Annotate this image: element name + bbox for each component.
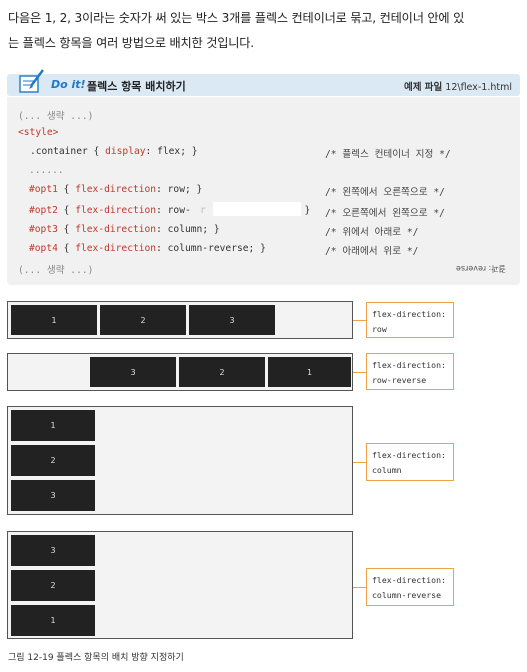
code-ellipsis: ...... — [29, 165, 64, 176]
demo-row-reverse: 3 2 1 — [7, 353, 353, 391]
flex-item-box: 1 — [268, 357, 351, 387]
code-opt3-rule: #opt3 { flex-direction: column; }/* 위에서 … — [29, 224, 419, 238]
flex-item-box: 1 — [11, 305, 97, 335]
example-file-label: 예제 파일 — [403, 82, 443, 93]
callout-connector — [353, 372, 366, 373]
code-omit-bottom: (... 생략 ...) — [18, 265, 94, 276]
flex-item-box: 3 — [189, 305, 275, 335]
code-opt4-rule: #opt4 { flex-direction: column-reverse; … — [29, 243, 419, 257]
code-style-open: <style> — [18, 127, 59, 138]
demo-column: 1 2 3 — [7, 406, 353, 515]
flex-item-box: 1 — [11, 410, 95, 441]
callout-column-reverse: flex-direction: column-reverse — [366, 568, 454, 606]
intro-line-2: 는 플렉스 항목을 여러 방법으로 배치한 것입니다. — [8, 36, 254, 50]
pencil-note-icon — [19, 69, 44, 93]
flex-item-box: 2 — [11, 445, 95, 476]
flex-item-box: 3 — [90, 357, 176, 387]
doit-label: Do it! — [51, 78, 86, 91]
flex-item-box: 1 — [11, 605, 95, 636]
code-omit-top: (... 생략 ...) — [18, 111, 94, 122]
flex-item-box: 2 — [11, 570, 95, 601]
callout-column: flex-direction: column — [366, 443, 454, 481]
intro-line-1: 다음은 1, 2, 3이라는 숫자가 써 있는 박스 3개를 플렉스 컨테이너로… — [8, 11, 465, 25]
callout-row-reverse: flex-direction: row-reverse — [366, 353, 454, 390]
doit-title: 플렉스 항목 배치하기 — [87, 80, 186, 93]
demo-row: 1 2 3 — [7, 301, 353, 339]
code-note: 결과: reverse — [455, 264, 506, 273]
callout-row: flex-direction: row — [366, 302, 454, 338]
flex-item-box: 2 — [100, 305, 186, 335]
example-file: 예제 파일 12\flex-1.html — [404, 79, 512, 93]
code-opt1-rule: #opt1 { flex-direction: row; }/* 왼쪽에서 오른… — [29, 184, 445, 198]
redaction-patch — [213, 202, 301, 216]
callout-connector — [353, 587, 366, 588]
callout-connector — [353, 462, 366, 463]
flex-item-box: 3 — [11, 535, 95, 566]
figure-caption: 그림 12-19 플렉스 항목의 배치 방향 지정하기 — [8, 653, 184, 663]
code-block: (... 생략 ...) <style> .container { displa… — [7, 97, 520, 285]
example-file-path: 12\flex-1.html — [445, 82, 512, 93]
callout-connector — [353, 320, 366, 321]
demo-column-reverse: 3 2 1 — [7, 531, 353, 639]
code-container-rule: .container { display: flex; }/* 플렉스 컨테이너… — [30, 146, 451, 160]
flex-item-box: 2 — [179, 357, 265, 387]
flex-item-box: 3 — [11, 480, 95, 511]
doit-header: Do it! 플렉스 항목 배치하기 예제 파일 12\flex-1.html — [7, 69, 520, 96]
intro-paragraph: 다음은 1, 2, 3이라는 숫자가 써 있는 박스 3개를 플렉스 컨테이너로… — [8, 6, 520, 56]
